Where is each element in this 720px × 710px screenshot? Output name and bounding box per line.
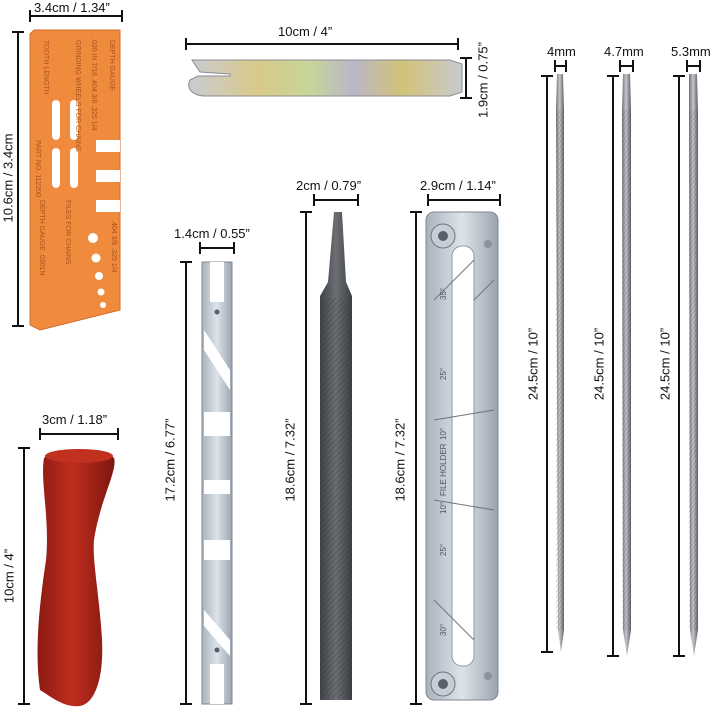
file-holder-width-label: 2.9cm / 1.14” xyxy=(420,178,496,193)
flat-file-dimensions xyxy=(300,194,359,705)
gauge-engraving-3: GRINDING WHEELS FOR CHAINS xyxy=(74,40,81,152)
gauge-width-label: 3.4cm / 1.34” xyxy=(34,0,110,15)
file-holder-guide: 35° 25° 10° FILE HOLDER 10° 25° 30° xyxy=(425,211,499,701)
round-file-medium-width-label: 4.7mm xyxy=(604,44,644,59)
flat-file-width-label: 2cm / 0.79” xyxy=(296,178,362,193)
guide-bar-dimensions xyxy=(180,242,235,705)
bar-length-label: 10cm / 4” xyxy=(278,24,333,39)
round-file-medium-length-label: 24.5cm / 10” xyxy=(591,327,607,401)
round-file-medium xyxy=(622,74,631,656)
flat-file xyxy=(320,212,352,700)
gauge-engraving-5: PART NO. 112200 xyxy=(34,140,41,197)
round-file-small-width-label: 4mm xyxy=(547,44,576,59)
holder-angle-30: 30° xyxy=(439,624,448,636)
bar-height-label: 1.9cm / 0.75” xyxy=(475,42,491,118)
holder-angle-25-bottom: 25° xyxy=(439,544,448,556)
depth-gauge-tool: DEPTH GAUGE .030 IN 7/16 .404 3/8 .325 1… xyxy=(29,29,121,331)
round-file-large-length-label: 24.5cm / 10” xyxy=(657,327,673,401)
holder-angle-10-bottom: 10° xyxy=(439,502,448,514)
bar-height-dimension xyxy=(460,57,472,99)
bar-length-dimension xyxy=(185,38,459,50)
guide-bar-width-label: 1.4cm / 0.55” xyxy=(174,226,250,241)
round-file-small xyxy=(556,74,564,652)
flat-file-length-label: 18.6cm / 7.32” xyxy=(282,418,298,502)
handle-width-label: 3cm / 1.18” xyxy=(42,412,108,427)
gauge-height-label: 10.6cm / 3.4cm xyxy=(0,133,16,223)
depth-gauge-bar xyxy=(188,59,463,97)
gauge-height-dimension xyxy=(12,31,24,327)
gauge-engraving-1: DEPTH GAUGE xyxy=(108,40,115,91)
handle-dimensions xyxy=(18,428,119,705)
holder-title: FILE HOLDER xyxy=(439,443,448,496)
round-file-large xyxy=(689,74,698,656)
round-file-small-length-label: 24.5cm / 10” xyxy=(525,327,541,401)
gauge-engraving-8: .404 3/8 .325 1/4 xyxy=(110,220,117,273)
gauge-engraving-7: DEPTH GAUGE .0301N xyxy=(38,200,45,275)
file-holder-length-label: 18.6cm / 7.32” xyxy=(392,418,408,502)
round-file-large-width-label: 5.3mm xyxy=(671,44,711,59)
gauge-engraving-2: .030 IN 7/16 .404 3/8 .325 1/4 xyxy=(90,38,97,131)
round-file-dimensions xyxy=(541,60,701,657)
file-handle xyxy=(37,449,115,707)
file-holder-dimensions xyxy=(410,194,501,705)
holder-angle-10: 10° xyxy=(439,428,448,440)
holder-angle-35: 35° xyxy=(439,288,448,300)
guide-bar-length-label: 17.2cm / 6.77” xyxy=(162,418,178,502)
handle-length-label: 10cm / 4” xyxy=(1,548,17,604)
gauge-width-dimension xyxy=(29,10,123,22)
gauge-engraving-6: FILES FOR CHAINS xyxy=(64,200,71,265)
gauge-engraving-4: TOOTH LENGTH xyxy=(42,40,49,95)
guide-bar xyxy=(201,261,233,705)
holder-angle-25-top: 25° xyxy=(439,368,448,380)
